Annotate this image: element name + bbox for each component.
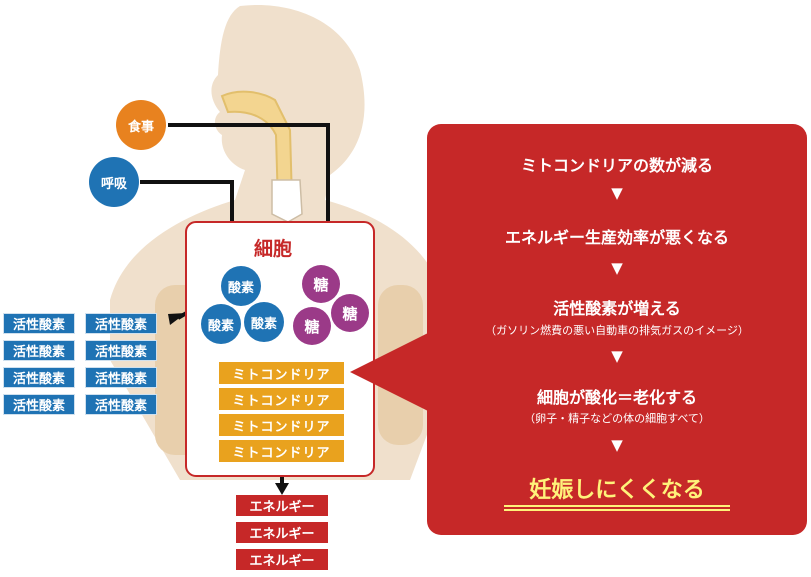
trachea xyxy=(271,179,303,223)
mitochondria-label: ミトコンドリア xyxy=(232,393,331,409)
sugar-label: 糖 xyxy=(313,275,329,294)
step-3: 活性酸素が増える xyxy=(553,299,681,318)
energy-box: エネルギー xyxy=(236,549,328,570)
step-3-note: （ガソリン燃費の悪い自動車の排気ガスのイメージ） xyxy=(485,324,749,337)
oxygen-circle: 酸素 xyxy=(201,304,241,344)
ros-label: 活性酸素 xyxy=(94,399,147,414)
ros-label: 活性酸素 xyxy=(94,372,147,387)
ros-box: 活性酸素 xyxy=(3,313,75,334)
down-arrow-icon: ▼ xyxy=(611,259,623,277)
sugar-label: 糖 xyxy=(304,317,320,336)
ros-label: 活性酸素 xyxy=(12,345,65,360)
meal-label: 食事 xyxy=(127,119,154,135)
result-underline xyxy=(504,509,730,511)
oxygen-circle: 酸素 xyxy=(221,266,261,306)
ros-box: 活性酸素 xyxy=(85,340,157,361)
breath-label: 呼吸 xyxy=(100,176,127,192)
ros-box: 活性酸素 xyxy=(85,394,157,415)
meal-circle: 食事 xyxy=(116,100,166,150)
breath-circle: 呼吸 xyxy=(89,157,139,207)
ros-label: 活性酸素 xyxy=(12,318,65,333)
energy-box: エネルギー xyxy=(236,495,328,516)
oxygen-label: 酸素 xyxy=(250,316,277,332)
explanation-panel: ミトコンドリアの数が減る ▼ エネルギー生産効率が悪くなる ▼ 活性酸素が増える… xyxy=(427,124,807,535)
energy-label: エネルギー xyxy=(249,527,315,542)
down-arrow-icon: ▼ xyxy=(611,184,623,202)
result-underline xyxy=(504,505,730,507)
sugar-circle: 糖 xyxy=(293,307,331,345)
oxygen-circle: 酸素 xyxy=(244,302,284,342)
ros-box: 活性酸素 xyxy=(3,367,75,388)
step-4: 細胞が酸化＝老化する xyxy=(536,388,697,407)
meal-arrow xyxy=(168,123,330,250)
down-arrow-icon: ▼ xyxy=(611,347,623,365)
result-text: 妊娠しにくくなる xyxy=(529,478,705,503)
energy-label: エネルギー xyxy=(249,554,315,569)
mitochondria-bar: ミトコンドリア xyxy=(219,440,344,462)
ros-arrowhead xyxy=(168,313,186,325)
ros-label: 活性酸素 xyxy=(94,345,147,360)
ros-label: 活性酸素 xyxy=(12,399,65,414)
mitochondria-bar: ミトコンドリア xyxy=(219,388,344,410)
sugar-circle: 糖 xyxy=(302,265,340,303)
step-4-note: （卵子・精子などの体の細胞すべて） xyxy=(524,412,710,425)
ros-label: 活性酸素 xyxy=(94,318,147,333)
down-arrow-icon: ▼ xyxy=(611,436,623,454)
ros-label: 活性酸素 xyxy=(12,372,65,387)
energy-box: エネルギー xyxy=(236,522,328,543)
ros-box: 活性酸素 xyxy=(3,394,75,415)
energy-arrowhead xyxy=(275,483,289,495)
ros-box: 活性酸素 xyxy=(3,340,75,361)
sugar-label: 糖 xyxy=(342,304,358,323)
ros-box: 活性酸素 xyxy=(85,313,157,334)
oxygen-label: 酸素 xyxy=(207,318,234,334)
step-2: エネルギー生産効率が悪くなる xyxy=(504,228,729,247)
callout-pointer xyxy=(350,332,430,412)
mitochondria-bar: ミトコンドリア xyxy=(219,362,344,384)
step-1: ミトコンドリアの数が減る xyxy=(520,156,713,175)
mitochondria-label: ミトコンドリア xyxy=(232,445,331,461)
mitochondria-label: ミトコンドリア xyxy=(232,367,331,383)
energy-label: エネルギー xyxy=(249,500,315,515)
mitochondria-label: ミトコンドリア xyxy=(232,419,331,435)
sugar-circle: 糖 xyxy=(331,294,369,332)
oxygen-label: 酸素 xyxy=(227,280,254,296)
cell-title: 細胞 xyxy=(254,238,293,260)
ros-box: 活性酸素 xyxy=(85,367,157,388)
mitochondria-bar: ミトコンドリア xyxy=(219,414,344,436)
